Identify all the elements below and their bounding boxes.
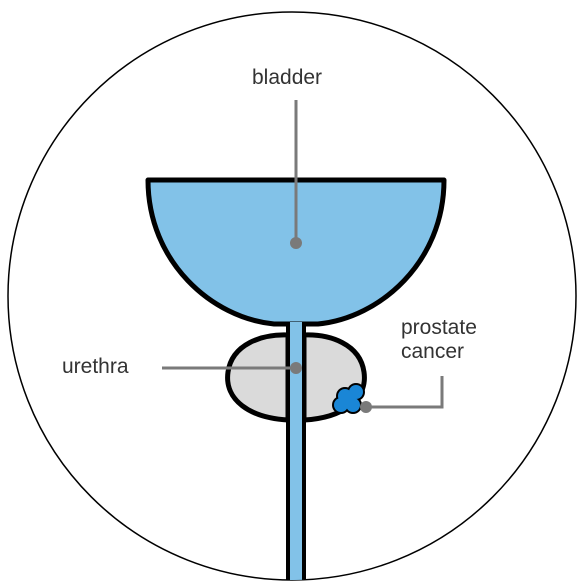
urethra-lumen (290, 322, 302, 586)
prostate-cancer-label-line2: cancer (401, 340, 477, 364)
prostate-cancer-label-line1: prostate (401, 316, 477, 340)
urethra-label: urethra (62, 355, 129, 379)
prostate-cancer-label: prostate cancer (401, 316, 477, 364)
bladder-label: bladder (252, 66, 322, 90)
